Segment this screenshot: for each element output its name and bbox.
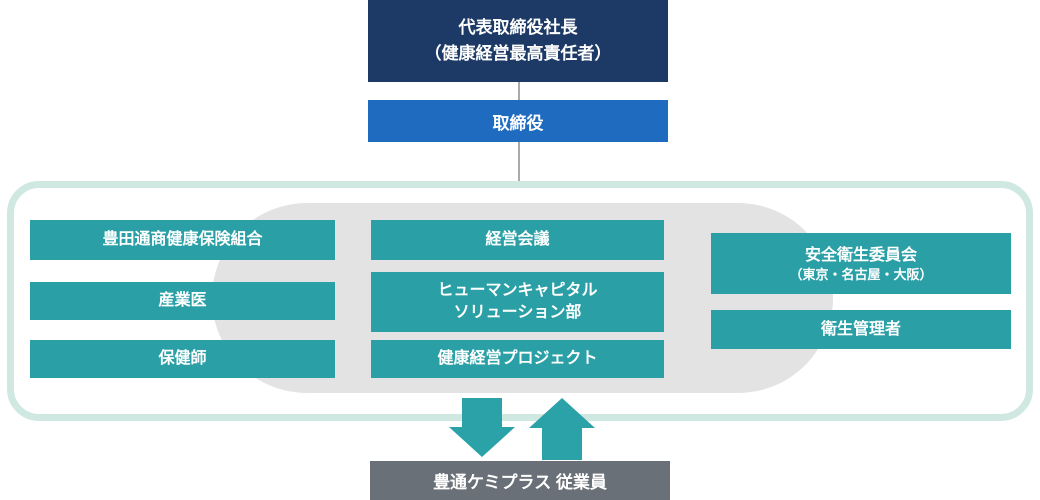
connector-line-top xyxy=(518,82,520,100)
director-box: 取締役 xyxy=(368,100,668,142)
box-safety-health-committee: 安全衛生委員会 （東京・名古屋・大阪） xyxy=(711,233,1011,294)
box-employees: 豊通ケミプラス 従業員 xyxy=(370,461,670,500)
flow-arrows xyxy=(449,398,595,460)
box-label: 衛生管理者 xyxy=(820,320,901,338)
box-sublabel: （東京・名古屋・大阪） xyxy=(789,266,933,282)
president-box: 代表取締役社長 （健康経営最高責任者） xyxy=(368,0,668,82)
box-label: 健康経営プロジェクト xyxy=(437,350,598,367)
president-label: 代表取締役社長 （健康経営最高責任者） xyxy=(424,18,612,63)
box-industrial-physician: 産業医 xyxy=(30,282,335,320)
connector-line-middle xyxy=(518,142,520,181)
box-label: 保健師 xyxy=(158,350,207,367)
box-human-capital-solution-dept: ヒューマンキャピタル ソリューション部 xyxy=(371,272,664,332)
box-label: 産業医 xyxy=(158,292,207,309)
box-hygiene-manager: 衛生管理者 xyxy=(711,310,1011,349)
box-public-health-nurse: 保健師 xyxy=(30,340,335,378)
box-health-insurance-union: 豊田通商健康保険組合 xyxy=(30,220,335,260)
box-management-meeting: 経営会議 xyxy=(371,220,664,260)
flow-down-arrow-icon xyxy=(449,398,515,457)
box-label: ヒューマンキャピタル ソリューション部 xyxy=(437,282,598,321)
box-label: 安全衛生委員会 xyxy=(804,246,917,264)
box-label: 豊田通商健康保険組合 xyxy=(102,231,263,248)
box-label: 経営会議 xyxy=(485,231,550,248)
employees-label: 豊通ケミプラス 従業員 xyxy=(433,473,607,492)
box-health-management-project: 健康経営プロジェクト xyxy=(371,340,664,378)
flow-up-arrow-icon xyxy=(529,398,595,460)
director-label: 取締役 xyxy=(492,113,544,133)
